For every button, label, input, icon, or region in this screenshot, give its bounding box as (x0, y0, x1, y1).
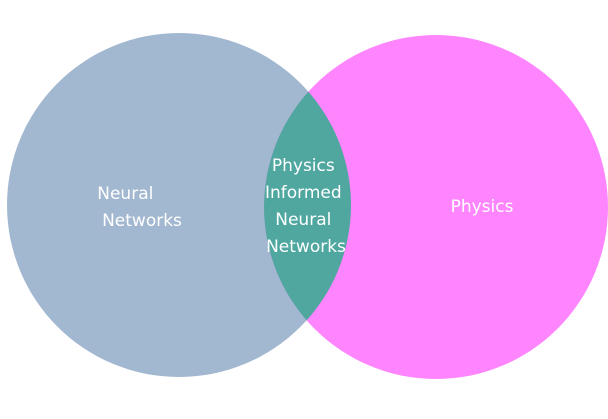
physics-label-line-1: Physics (451, 197, 514, 217)
intersection-label-line-4: Networks (266, 237, 346, 257)
neural-networks-label-line-1: Neural (97, 184, 153, 204)
physics-label: Physics (451, 197, 514, 217)
physics-circle (264, 35, 608, 379)
intersection-label-line-2: Informed (265, 183, 342, 203)
neural-networks-label-line-2: Networks (102, 211, 182, 231)
intersection-label-line-3: Neural (275, 210, 331, 230)
intersection-label: Physics Informed Neural Networks (265, 156, 347, 257)
intersection-label-line-1: Physics (272, 156, 335, 176)
neural-networks-label: Neural Networks (97, 184, 182, 231)
neural-networks-circle (7, 33, 351, 377)
